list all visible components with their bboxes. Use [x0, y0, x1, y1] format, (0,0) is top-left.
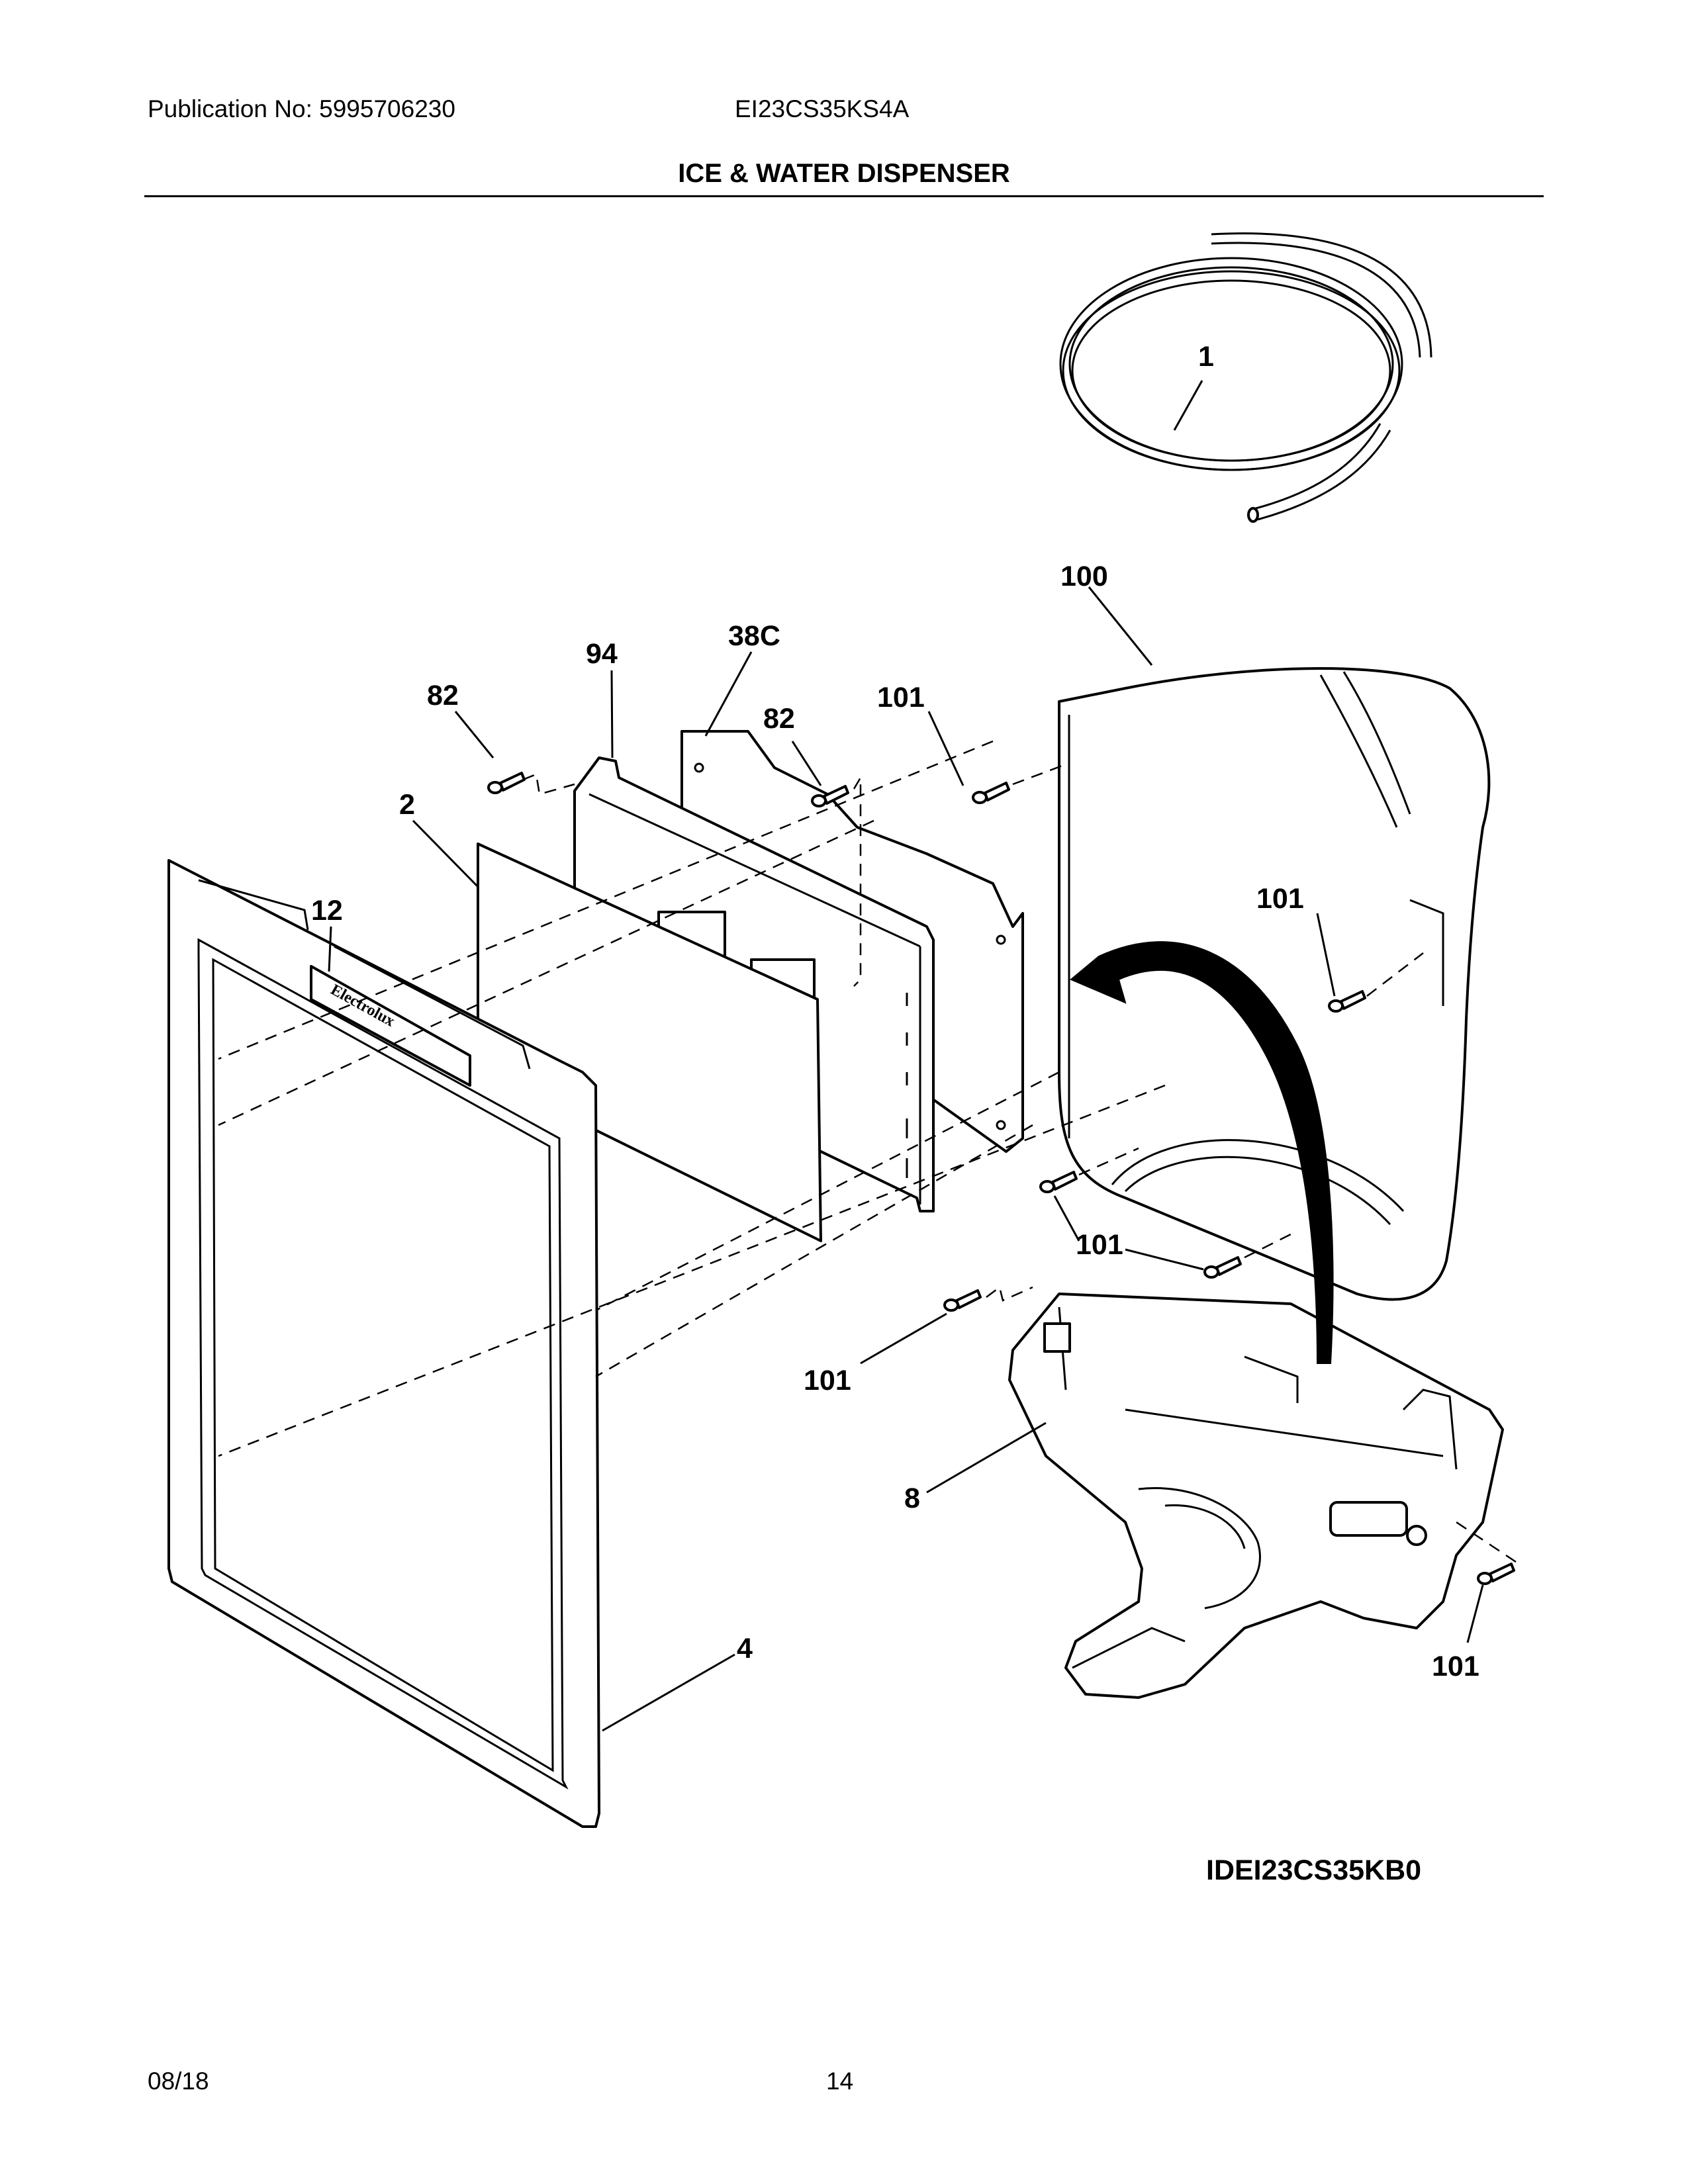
water-tubing-part[interactable]: [1059, 232, 1432, 523]
callout-2: 2: [399, 789, 415, 821]
screw-d[interactable]: [1203, 1256, 1242, 1279]
callout-8: 8: [904, 1482, 920, 1514]
callout-101-a: 101: [877, 682, 925, 713]
callout-101-c: 101: [1076, 1229, 1123, 1261]
screw-c[interactable]: [1039, 1171, 1078, 1193]
screw-f[interactable]: [1477, 1563, 1515, 1585]
callout-82-upper-mid: 82: [763, 703, 795, 735]
callout-101-f: 101: [1432, 1651, 1479, 1682]
screw-upper-left[interactable]: [487, 772, 526, 794]
callout-1: 1: [1198, 341, 1214, 373]
callout-100: 100: [1060, 561, 1108, 592]
publication-number: Publication No: 5995706230: [148, 95, 455, 122]
dispenser-housing-part[interactable]: [1008, 1293, 1504, 1699]
header-rule: [144, 195, 1544, 197]
callout-101-e: 101: [804, 1365, 851, 1396]
insulation-panel-part[interactable]: [477, 842, 822, 1242]
alignment-lines: [218, 740, 1517, 1563]
callouts: 1 100 38C 94 82 82 101 2 12 101 101 101 …: [311, 341, 1479, 1682]
callout-101-b: 101: [1256, 883, 1304, 915]
callout-12: 12: [311, 895, 343, 927]
screw-e[interactable]: [943, 1289, 982, 1312]
callout-82-upper-left: 82: [427, 680, 459, 711]
callout-38c: 38C: [728, 620, 780, 652]
callout-94: 94: [586, 638, 618, 670]
drawing-id: IDEI23CS35KB0: [1206, 1854, 1422, 1886]
screw-upper-mid[interactable]: [811, 785, 849, 807]
publication-date: 08/18: [148, 2068, 209, 2095]
front-bezel-part[interactable]: [167, 859, 600, 1828]
callout-4: 4: [737, 1633, 753, 1664]
assembly-arrow: [1070, 941, 1334, 1364]
model-number: EI23CS35KS4A: [735, 95, 910, 122]
screw-a[interactable]: [972, 782, 1010, 804]
section-title: ICE & WATER DISPENSER: [678, 159, 1010, 188]
page-number: 14: [826, 2068, 854, 2095]
screw-b[interactable]: [1328, 990, 1366, 1013]
leader-lines: [328, 380, 1484, 1732]
ice-chute-part[interactable]: [1058, 667, 1491, 1301]
